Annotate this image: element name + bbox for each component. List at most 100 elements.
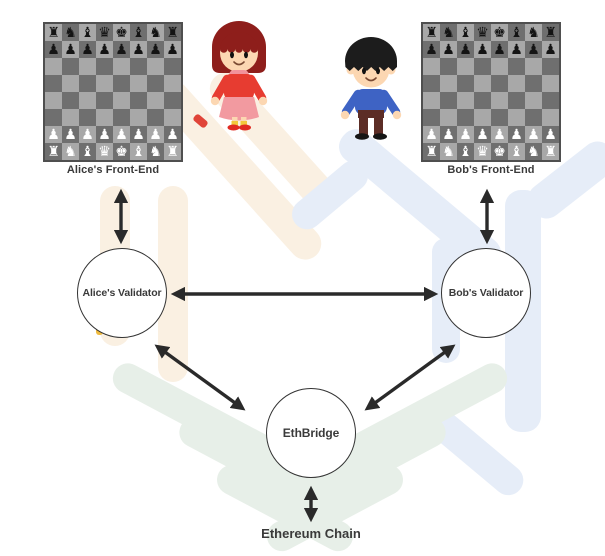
chess-square bbox=[164, 109, 181, 126]
boy-leg bbox=[374, 115, 383, 135]
node-alice-validator: Alice's Validator bbox=[77, 248, 167, 338]
chess-square bbox=[45, 75, 62, 92]
chess-piece: ♟ bbox=[459, 126, 472, 143]
chess-square: ♟ bbox=[96, 126, 113, 143]
chess-square bbox=[508, 75, 525, 92]
chess-piece: ♟ bbox=[149, 126, 162, 143]
bob-validator-label: Bob's Validator bbox=[448, 287, 524, 299]
chess-piece: ♜ bbox=[47, 24, 60, 41]
chess-square: ♟ bbox=[130, 126, 147, 143]
chess-piece: ♜ bbox=[425, 143, 438, 160]
chess-square: ♜ bbox=[164, 24, 181, 41]
chess-square: ♜ bbox=[164, 143, 181, 160]
chess-square: ♞ bbox=[147, 24, 164, 41]
chess-square: ♞ bbox=[440, 143, 457, 160]
chess-piece: ♟ bbox=[98, 126, 111, 143]
chess-square: ♛ bbox=[474, 143, 491, 160]
chess-square bbox=[457, 109, 474, 126]
boy-leg bbox=[359, 115, 368, 135]
chess-square bbox=[474, 92, 491, 109]
girl-hand bbox=[258, 96, 268, 106]
chess-square bbox=[45, 58, 62, 75]
chess-piece: ♞ bbox=[442, 143, 455, 160]
ethbridge-label: EthBridge bbox=[282, 426, 340, 440]
chess-square: ♜ bbox=[423, 143, 440, 160]
chess-piece: ♟ bbox=[459, 41, 472, 58]
chess-square: ♞ bbox=[525, 143, 542, 160]
chess-piece: ♞ bbox=[149, 24, 162, 41]
chess-square: ♟ bbox=[457, 41, 474, 58]
chess-piece: ♞ bbox=[149, 143, 162, 160]
chess-square: ♟ bbox=[164, 126, 181, 143]
chess-square: ♟ bbox=[440, 41, 457, 58]
chess-square: ♜ bbox=[542, 143, 559, 160]
chess-square: ♝ bbox=[79, 24, 96, 41]
chess-piece: ♟ bbox=[81, 126, 94, 143]
boy-hair bbox=[345, 37, 397, 71]
boy-hand bbox=[392, 110, 402, 120]
chess-piece: ♟ bbox=[166, 41, 179, 58]
chess-piece: ♝ bbox=[132, 24, 145, 41]
girl-shoe bbox=[239, 124, 251, 131]
chess-square: ♝ bbox=[130, 143, 147, 160]
chess-piece: ♚ bbox=[493, 24, 506, 41]
chess-square bbox=[542, 58, 559, 75]
chess-piece: ♞ bbox=[527, 143, 540, 160]
chess-square bbox=[147, 75, 164, 92]
chess-square bbox=[96, 92, 113, 109]
chess-square: ♞ bbox=[62, 24, 79, 41]
chess-square: ♟ bbox=[147, 126, 164, 143]
chess-piece: ♟ bbox=[132, 126, 145, 143]
boy-smile bbox=[365, 77, 377, 82]
chess-square: ♟ bbox=[508, 126, 525, 143]
chess-piece: ♝ bbox=[81, 143, 94, 160]
chess-square bbox=[45, 92, 62, 109]
chess-square: ♟ bbox=[96, 41, 113, 58]
chess-square: ♟ bbox=[45, 41, 62, 58]
chess-piece: ♝ bbox=[81, 24, 94, 41]
chess-piece: ♟ bbox=[115, 41, 128, 58]
chess-piece: ♝ bbox=[459, 24, 472, 41]
chess-piece: ♛ bbox=[98, 143, 111, 160]
chess-square bbox=[79, 75, 96, 92]
chess-square: ♟ bbox=[457, 126, 474, 143]
chess-piece: ♟ bbox=[47, 41, 60, 58]
chess-piece: ♛ bbox=[476, 143, 489, 160]
chess-square: ♟ bbox=[491, 126, 508, 143]
chess-square: ♜ bbox=[542, 24, 559, 41]
boy-sweater bbox=[355, 89, 387, 115]
chess-square bbox=[164, 75, 181, 92]
chess-square bbox=[474, 58, 491, 75]
chess-piece: ♟ bbox=[493, 41, 506, 58]
chess-square: ♟ bbox=[130, 41, 147, 58]
chess-square bbox=[62, 75, 79, 92]
boy-eye bbox=[362, 67, 366, 75]
chess-square: ♟ bbox=[474, 126, 491, 143]
chess-square bbox=[130, 92, 147, 109]
chess-square: ♜ bbox=[423, 24, 440, 41]
chess-square bbox=[491, 92, 508, 109]
chess-square: ♝ bbox=[79, 143, 96, 160]
girl-sock bbox=[240, 121, 247, 126]
chess-square: ♝ bbox=[508, 24, 525, 41]
chess-square bbox=[147, 92, 164, 109]
chess-square: ♟ bbox=[45, 126, 62, 143]
chess-square: ♜ bbox=[45, 24, 62, 41]
chess-square bbox=[491, 58, 508, 75]
chess-square bbox=[62, 109, 79, 126]
chess-square: ♟ bbox=[525, 41, 542, 58]
chess-square: ♟ bbox=[113, 126, 130, 143]
chess-square bbox=[79, 109, 96, 126]
chess-square: ♟ bbox=[542, 126, 559, 143]
chess-square bbox=[491, 109, 508, 126]
chess-square bbox=[508, 58, 525, 75]
chess-square: ♛ bbox=[474, 24, 491, 41]
chess-piece: ♟ bbox=[493, 126, 506, 143]
chess-piece: ♟ bbox=[476, 126, 489, 143]
chess-square bbox=[147, 109, 164, 126]
chess-piece: ♟ bbox=[149, 41, 162, 58]
girl-shoe bbox=[227, 124, 240, 131]
alice-chessboard: ♜♞♝♛♚♝♞♜♟♟♟♟♟♟♟♟♟♟♟♟♟♟♟♟♜♞♝♛♚♝♞♜ bbox=[43, 22, 183, 162]
chess-square bbox=[508, 109, 525, 126]
chess-square: ♚ bbox=[491, 143, 508, 160]
